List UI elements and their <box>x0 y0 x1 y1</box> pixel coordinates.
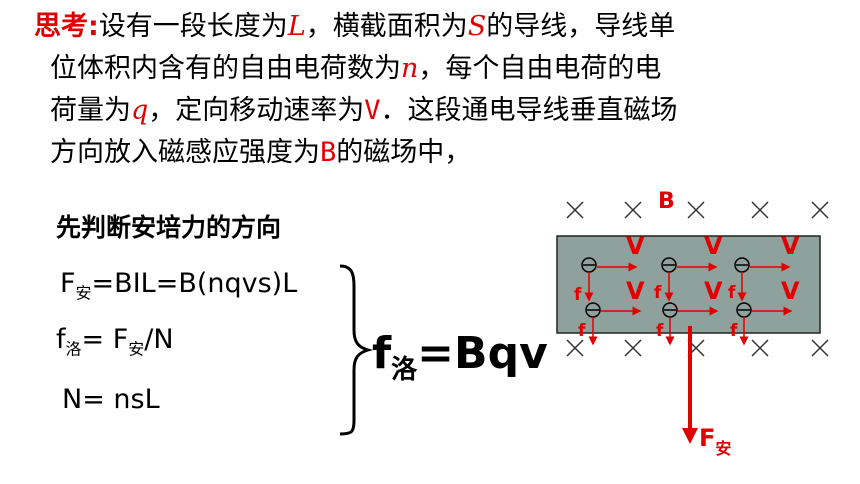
formula-charge-count: N= nsL <box>62 384 160 415</box>
lorentz-label: f <box>728 283 736 303</box>
lorentz-label: f <box>654 283 662 303</box>
formula-ampere-force: F安=BIL=B(nqvs)L <box>60 268 298 303</box>
wire-segment <box>556 235 821 334</box>
velocity-label: V <box>626 277 645 305</box>
question-paragraph: 思考:设有一段长度为L，横截面积为S的导线，导线单 位体积内含有的自由电荷数为n… <box>34 6 844 174</box>
ampere-force-label: F安 <box>699 424 731 458</box>
velocity-label: V <box>704 277 723 305</box>
result-formula: f洛=Bqv <box>372 328 548 385</box>
lorentz-label: f <box>730 321 738 341</box>
curly-brace <box>339 264 374 436</box>
question-line-1: 思考:设有一段长度为L，横截面积为S的导线，导线单 <box>34 11 676 42</box>
question-label: 思考: <box>34 11 99 42</box>
var-V: V <box>364 95 381 126</box>
field-crosses <box>566 201 829 357</box>
var-S: S <box>467 11 487 42</box>
cross-icon <box>811 201 829 219</box>
velocity-label: V <box>781 277 800 305</box>
var-L: L <box>287 11 306 42</box>
lorentz-label: f <box>578 321 586 341</box>
cross-icon <box>566 339 584 357</box>
velocity-label: V <box>704 232 723 260</box>
var-q: q <box>131 95 149 126</box>
cross-icon <box>624 339 642 357</box>
charge-row-top <box>581 257 791 302</box>
cross-icon <box>687 201 705 219</box>
lorentz-label: f <box>574 285 582 305</box>
cross-icon <box>566 201 584 219</box>
velocity-label: V <box>626 232 645 260</box>
question-line-4: 方向放入磁感应强度为B的磁场中， <box>50 137 472 168</box>
subheading: 先判断安培力的方向 <box>56 213 282 242</box>
cross-icon <box>624 201 642 219</box>
cross-icon <box>751 201 769 219</box>
question-line-3: 荷量为q，定向移动速率为V．这段通电导线垂直磁场 <box>50 95 678 126</box>
var-n: n <box>401 53 419 84</box>
velocity-label: V <box>781 232 800 260</box>
cross-icon <box>751 339 769 357</box>
question-line-2: 位体积内含有的自由电荷数为n，每个自由电荷的电 <box>50 53 662 84</box>
formula-lorentz-ratio: f洛= F安/N <box>56 324 174 359</box>
var-B: B <box>320 137 337 168</box>
charge-row-bottom <box>585 302 793 346</box>
cross-icon <box>811 339 829 357</box>
lorentz-label: f <box>656 321 664 341</box>
field-label: B <box>658 189 675 214</box>
